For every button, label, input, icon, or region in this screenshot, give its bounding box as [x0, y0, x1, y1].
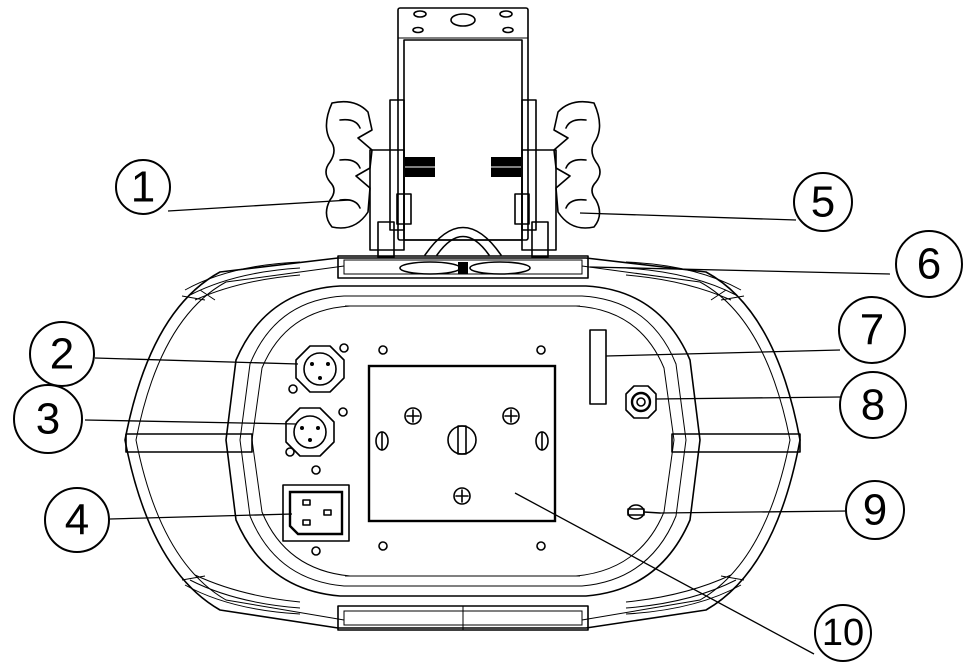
callout-5-label: 5	[811, 178, 835, 227]
callout-4-label: 4	[65, 496, 89, 545]
callout-9: 9	[845, 480, 905, 540]
label-plate	[589, 329, 607, 405]
leader-1	[167, 199, 351, 212]
callout-1-label: 1	[131, 163, 155, 212]
dmx-output-connector	[285, 407, 348, 457]
safety-eyelet	[627, 504, 661, 520]
callout-3: 3	[13, 384, 83, 454]
callout-6-label: 6	[917, 240, 941, 289]
callout-7-label: 7	[860, 306, 884, 355]
callout-4: 4	[44, 487, 110, 553]
callout-1: 1	[115, 159, 171, 215]
callout-2-label: 2	[50, 330, 74, 379]
leader-3	[84, 419, 297, 425]
fuse-holder	[625, 385, 657, 419]
callout-3-label: 3	[36, 395, 60, 444]
callout-2: 2	[29, 321, 95, 387]
leader-2	[94, 357, 299, 365]
left-knob	[325, 100, 373, 229]
callout-10-label: 10	[822, 612, 864, 654]
leader-6	[589, 266, 891, 275]
callout-6: 6	[895, 230, 963, 298]
callout-5: 5	[793, 172, 853, 232]
right-knob	[553, 100, 601, 229]
callout-8-label: 8	[861, 381, 885, 430]
housing	[124, 255, 801, 631]
dmx-input-connector	[288, 343, 349, 394]
leader-7	[605, 349, 841, 357]
leader-4	[109, 513, 293, 520]
callout-10: 10	[814, 604, 872, 662]
leader-9	[659, 510, 849, 514]
mounting-bracket	[397, 7, 529, 256]
leader-8	[655, 396, 841, 400]
callout-9-label: 9	[863, 486, 887, 535]
mounting-plate	[367, 345, 557, 551]
leader-10	[514, 492, 815, 655]
power-inlet	[282, 465, 350, 556]
leader-5	[579, 212, 797, 221]
leader-lines	[84, 199, 891, 655]
callout-7: 7	[838, 296, 906, 364]
callout-8: 8	[839, 371, 907, 439]
rear-panel	[225, 285, 701, 597]
right-clamp	[491, 99, 557, 258]
left-clamp	[369, 99, 435, 258]
